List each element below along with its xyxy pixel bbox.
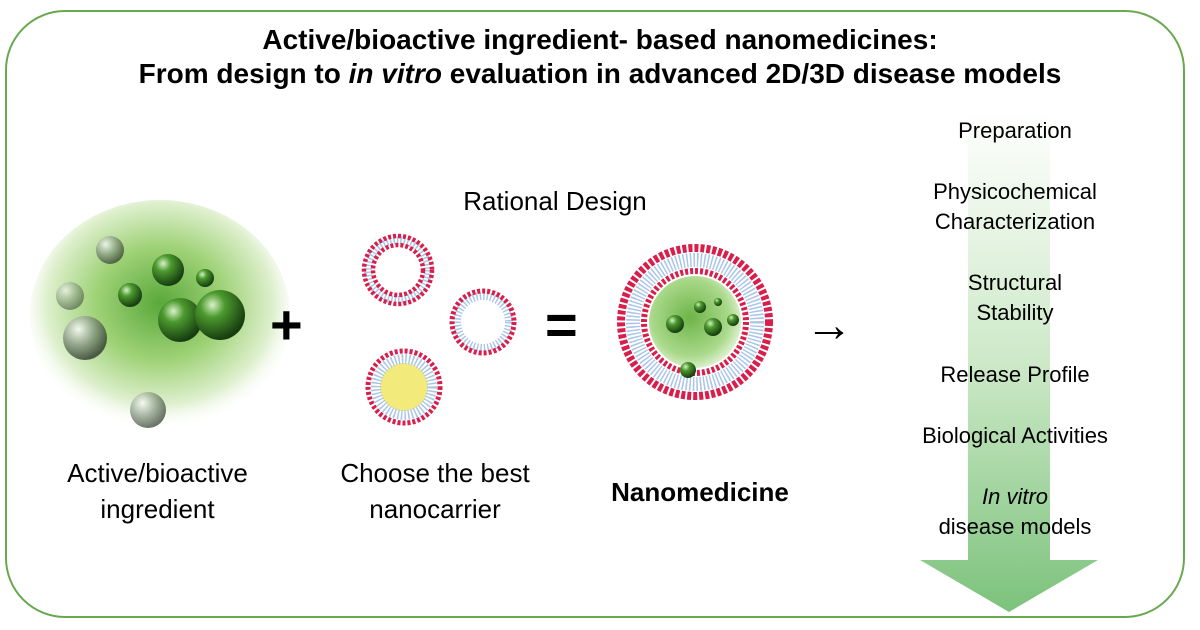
step-physicochemical-line-1: Physicochemical [933, 179, 1097, 204]
step-preparation-text: Preparation [958, 118, 1072, 143]
step-release-text: Release Profile [940, 362, 1090, 387]
liposome-carrier-icon [361, 233, 435, 307]
step-preparation: Preparation [885, 116, 1145, 146]
title-line-2: From design to in vitro evaluation in ad… [0, 58, 1200, 90]
step-in-vitro-line-2: disease models [938, 514, 1092, 539]
plus-symbol: + [270, 293, 303, 356]
title-line-2-end: evaluation in advanced 2D/3D disease mod… [441, 58, 1062, 89]
step-release-profile: Release Profile [885, 360, 1145, 390]
step-in-vitro-line-1: In vitro [981, 484, 1049, 509]
step-structural-line-2: Stability [976, 300, 1054, 325]
step-structural-stability: Structural Stability [885, 268, 1145, 328]
step-physicochemical-line-2: Characterization [934, 209, 1096, 234]
right-arrow-symbol: → [805, 299, 853, 352]
ingredient-label-line-1: Active/bioactive [67, 458, 248, 488]
nanocarrier-label: Choose the best nanocarrier [305, 455, 565, 527]
micelle-carrier-icon [449, 288, 517, 356]
equals-symbol: = [545, 293, 578, 356]
step-physicochemical-characterization: Physicochemical Characterization [885, 177, 1145, 237]
title-line-2-italic: in vitro [348, 58, 442, 89]
ingredient-label: Active/bioactive ingredient [25, 455, 290, 527]
nanocarrier-label-line-1: Choose the best [340, 458, 530, 488]
step-structural-line-1: Structural [967, 270, 1063, 295]
ingredient-label-line-2: ingredient [100, 494, 215, 524]
nanomedicine-icon [617, 244, 773, 400]
nanomedicine-label: Nanomedicine [611, 477, 789, 507]
step-biological-text: Biological Activities [922, 423, 1108, 448]
step-in-vitro-disease-models: In vitro disease models [885, 482, 1145, 542]
rational-design-label: Rational Design [463, 186, 647, 216]
title-line-1: Active/bioactive ingredient- based nanom… [262, 24, 938, 55]
step-biological-activities: Biological Activities [885, 421, 1145, 451]
active-ingredient-icon [30, 200, 290, 430]
title-line-2-start: From design to [138, 58, 349, 89]
solid-lipid-carrier-icon [365, 348, 443, 426]
nanocarrier-label-line-2: nanocarrier [369, 494, 501, 524]
